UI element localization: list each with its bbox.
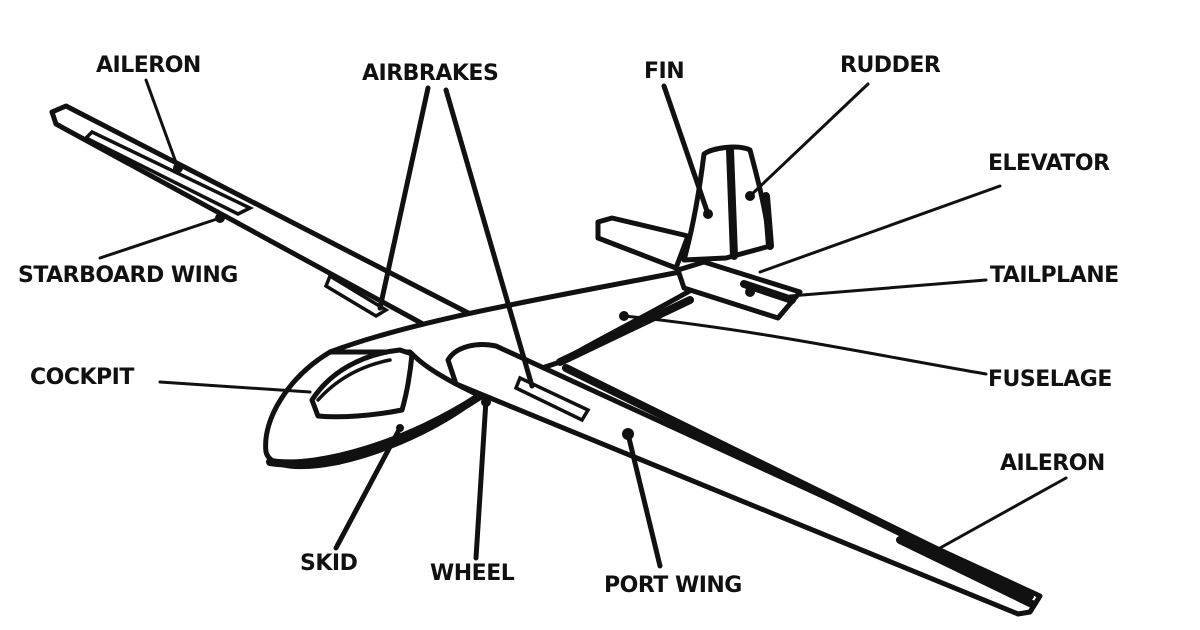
leader-starboard-wing bbox=[98, 216, 222, 260]
dot-aileron-top bbox=[173, 163, 183, 173]
port-aileron bbox=[896, 536, 1036, 608]
leader-aileron-bottom bbox=[938, 476, 1068, 550]
label-wheel: WHEEL bbox=[430, 561, 515, 586]
label-rudder: RUDDER bbox=[840, 53, 941, 78]
label-aileron-top: AILERON bbox=[96, 53, 201, 78]
rudder-shade bbox=[762, 192, 774, 250]
label-skid: SKID bbox=[300, 551, 358, 576]
leader-rudder bbox=[748, 82, 870, 198]
canopy-frame bbox=[316, 358, 392, 402]
dot-tailplane bbox=[745, 287, 755, 297]
elevator bbox=[740, 280, 796, 304]
label-fin: FIN bbox=[644, 59, 684, 84]
dot-wheel bbox=[481, 397, 491, 407]
dot-starboard-wing bbox=[215, 213, 225, 223]
label-starboard-wing: STARBOARD WING bbox=[18, 263, 238, 288]
cockpit-canopy bbox=[309, 347, 415, 420]
tailplane-right bbox=[675, 259, 803, 321]
leader-airbrakes-right bbox=[443, 87, 535, 389]
leader-cockpit bbox=[158, 380, 312, 394]
rudder-hinge bbox=[726, 146, 738, 260]
nose-shade bbox=[266, 392, 484, 468]
leader-fuselage bbox=[622, 314, 988, 376]
port-wing bbox=[445, 342, 1043, 617]
leader-airbrakes-left bbox=[377, 85, 431, 311]
tailplane-left bbox=[595, 215, 691, 271]
starboard-airbrake bbox=[323, 273, 390, 319]
dot-rudder bbox=[745, 191, 755, 201]
label-aileron-bottom: AILERON bbox=[1000, 451, 1105, 476]
label-port-wing: PORT WING bbox=[604, 573, 742, 598]
fuselage-underside bbox=[556, 296, 694, 366]
leader-tailplane bbox=[788, 278, 988, 298]
leader-elevator bbox=[758, 184, 1002, 274]
port-airbrake bbox=[513, 375, 591, 423]
label-airbrakes: AIRBRAKES bbox=[362, 61, 498, 86]
leader-port-wing bbox=[625, 431, 663, 569]
port-wing-shade bbox=[562, 364, 1034, 600]
dot-fin bbox=[703, 209, 713, 219]
label-fuselage: FUSELAGE bbox=[988, 367, 1112, 392]
leader-aileron-top bbox=[144, 78, 180, 170]
dot-port-wing bbox=[622, 428, 634, 440]
leader-fin bbox=[661, 83, 711, 217]
label-elevator: ELEVATOR bbox=[988, 151, 1110, 176]
leader-wheel bbox=[473, 397, 489, 561]
leader-skid bbox=[333, 425, 403, 551]
starboard-aileron bbox=[83, 129, 254, 216]
dot-skid bbox=[396, 424, 404, 432]
label-cockpit: COCKPIT bbox=[30, 365, 134, 390]
label-tailplane: TAILPLANE bbox=[990, 263, 1119, 288]
dot-fuselage bbox=[619, 311, 629, 321]
